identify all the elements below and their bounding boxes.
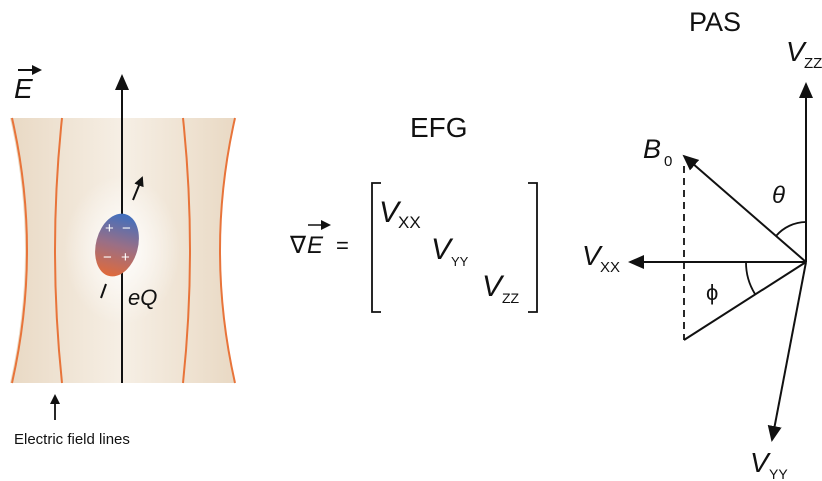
theta-label: θ (772, 182, 785, 209)
efg-title: EFG (410, 112, 468, 143)
theta-arc (775, 221, 807, 237)
axis-label-main: V (786, 36, 807, 67)
b0-vector-arrow (682, 154, 807, 263)
matrix-right-bracket (528, 182, 538, 313)
matrix-left-bracket (371, 182, 381, 313)
equals-sign: = (336, 233, 349, 258)
b0-label: B 0 (643, 134, 672, 170)
nucleus-sign-bottom-left: − (103, 249, 112, 266)
field-line (11, 117, 28, 384)
matrix-entry-zz: V ZZ (482, 270, 520, 306)
b0-projection (683, 261, 807, 341)
matrix-entry-xx: V XX (379, 196, 421, 232)
axis-label-sub: YY (769, 466, 788, 481)
left-panel: E + − − + eQ Electric field lines (10, 65, 236, 448)
nucleus-sign-top-left: + (105, 220, 114, 237)
nucleus-sign-bottom-right: + (121, 249, 130, 266)
pas-title: PAS (689, 7, 741, 37)
gradient-operator: ∇ (289, 232, 307, 259)
axis-label-sub: ZZ (804, 55, 822, 72)
axis-y-label: V YY (750, 447, 788, 481)
axis-label-main: V (750, 447, 771, 478)
nucleus-sign-top-right: − (122, 220, 131, 237)
matrix-entry-main: V (379, 196, 402, 229)
vector-label-main: B (643, 134, 661, 164)
matrix-entry-main: V (431, 233, 454, 266)
right-panel: PAS θ ϕ V ZZ V XX V YY B 0 (582, 7, 822, 481)
matrix-entry-sub: XX (398, 213, 421, 232)
matrix-entry-sub: YY (451, 254, 469, 269)
matrix-entry-sub: ZZ (502, 290, 520, 306)
nucleus-ellipse (95, 213, 139, 277)
spin-arrow-icon (132, 176, 144, 201)
nucleus: + − − + (95, 213, 139, 277)
axis-x-label: V XX (582, 240, 620, 276)
phi-arc (745, 261, 756, 295)
middle-panel: EFG ∇ E = V XX V YY V ZZ (289, 112, 538, 313)
axis-label-sub: XX (600, 259, 620, 276)
field-lines-label: Electric field lines (14, 431, 130, 448)
field-line (219, 117, 236, 384)
spin-tail (100, 283, 107, 299)
axis-z-label: V ZZ (786, 36, 822, 72)
axis-label-main: V (582, 240, 603, 271)
charge-label: eQ (128, 285, 157, 310)
matrix-entry-main: V (482, 270, 505, 303)
field-line (182, 117, 191, 384)
axis-y-arrow (767, 261, 807, 442)
field-line (54, 117, 63, 384)
vector-label-sub: 0 (664, 153, 672, 170)
field-symbol: E (14, 65, 42, 104)
phi-label: ϕ (706, 280, 718, 305)
gradient-field-symbol: E (307, 232, 324, 259)
field-symbol-text: E (14, 73, 33, 104)
matrix-entry-yy: V YY (431, 233, 469, 269)
